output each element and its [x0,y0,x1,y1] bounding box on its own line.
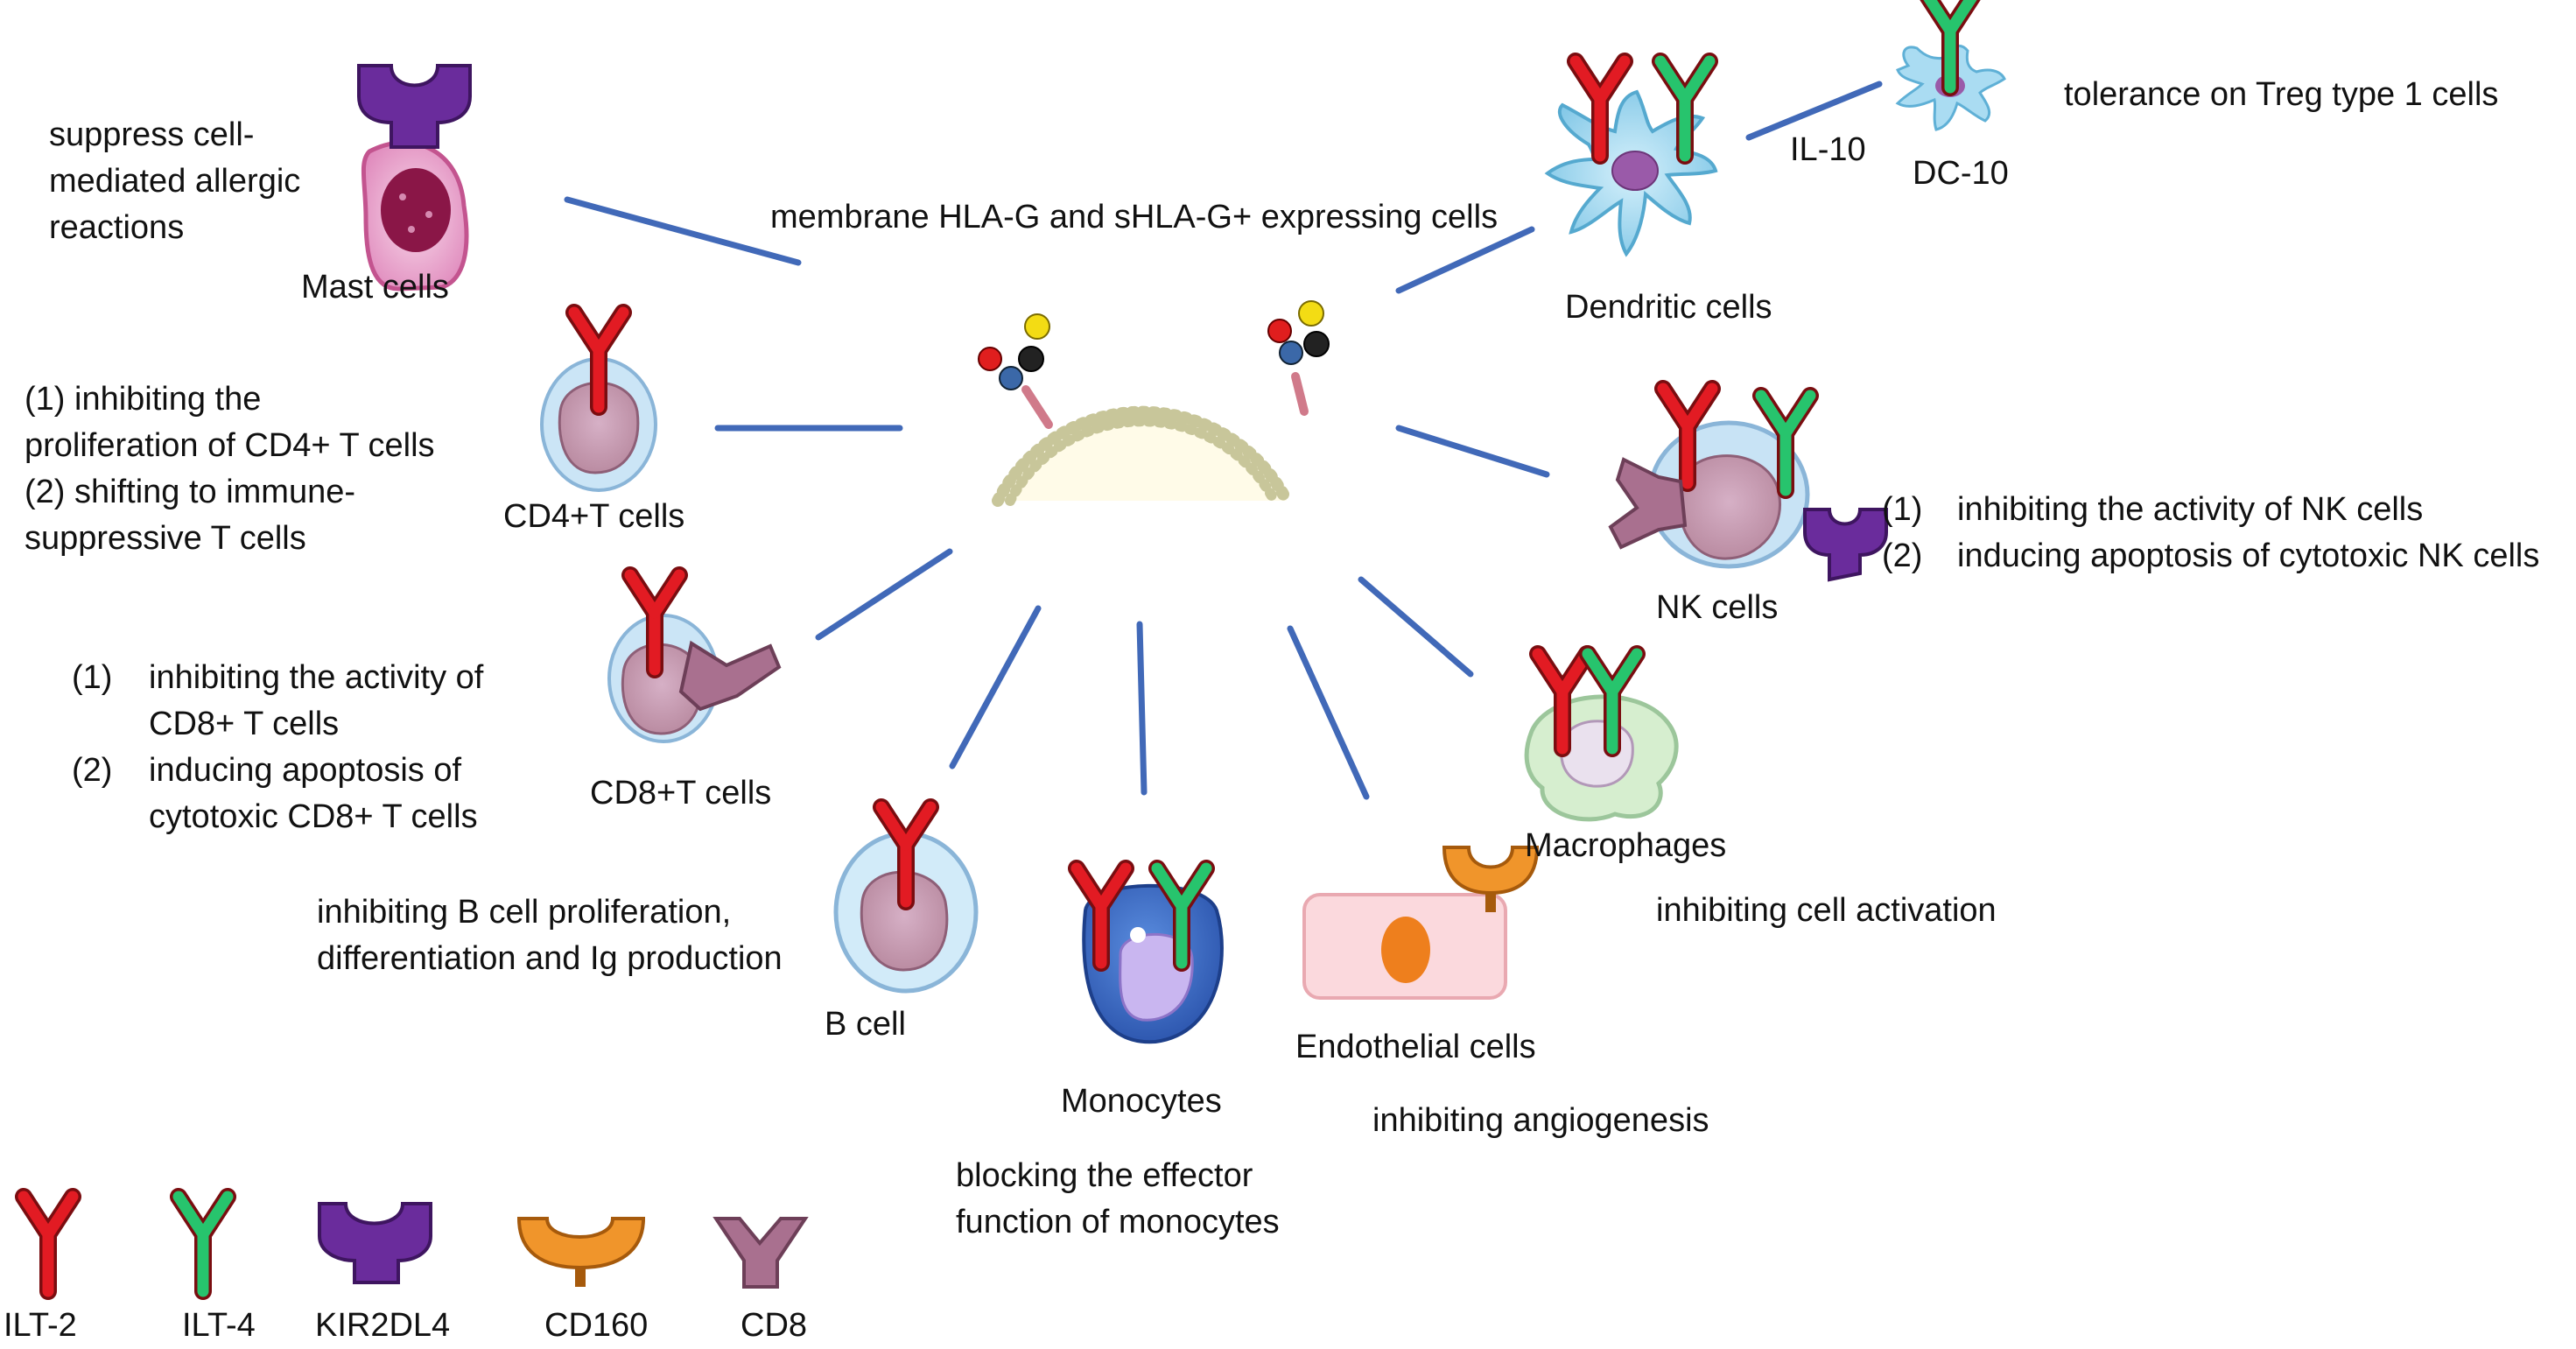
cd8-receptor-icon [678,640,782,712]
legend-symbols [24,1197,809,1291]
cd8-cells-label: CD8+T cells [590,775,772,812]
line-mast [564,196,802,266]
nk-effect-2-num: (2) [1882,537,1923,574]
cd4-t-cell [540,313,657,492]
b-cell-label: B cell [825,1006,906,1043]
monocyte [1077,868,1224,1044]
cd8-t-cell [607,575,782,743]
legend-ilt2-icon [24,1197,73,1291]
cd4-cells-label: CD4+T cells [503,498,685,535]
b-cell-effect-line-2: differentiation and Ig production [317,940,783,977]
cd8-receptor-icon [1608,457,1688,550]
dendritic-cell [1544,61,1716,257]
center-caption: membrane HLA-G and sHLA-G+ expressing ce… [770,199,1499,235]
nk-effect-1-line-1: inhibiting the activity of NK cells [1957,491,2424,528]
cd8-effect-1-line-2: CD8+ T cells [149,706,340,742]
cd4-effect-line-4: suppressive T cells [25,520,306,557]
monocytes-label: Monocytes [1061,1083,1222,1120]
cd8-effect-2-line-2: cytotoxic CD8+ T cells [149,798,478,835]
line-bcell [949,605,1042,769]
legend-ilt4-icon [179,1197,228,1291]
line-monocytes [1136,621,1148,796]
monocytes-effect-line-2: function of monocytes [956,1204,1280,1240]
connection-lines [564,81,1883,800]
cd4-effect-line-1: (1) inhibiting the [25,381,262,418]
endothelial-cell [1302,846,1540,1000]
line-cd8 [815,548,953,641]
legend-cd160-icon [516,1217,646,1270]
nk-effect-1-num: (1) [1882,491,1923,528]
macrophages-effect-line-1: inhibiting cell activation [1656,892,1997,929]
macrophages-label: Macrophages [1525,827,1727,864]
b-cell-effect-line-1: inhibiting B cell proliferation, [317,894,732,931]
dendritic-effect-line-1: tolerance on Treg type 1 cells [2064,76,2499,113]
dc10-cell [1895,0,2006,131]
cd8-effect-2-num: (2) [72,752,113,789]
macrophage [1524,654,1679,822]
legend-cd160-label: CD160 [544,1307,649,1344]
line-il10 [1745,81,1883,141]
legend-kir2dl4-label: KIR2DL4 [315,1307,451,1344]
nk-cell [1608,389,1888,582]
line-nk [1395,425,1550,478]
line-macrophages [1358,576,1474,678]
nk-effect-2-line-1: inducing apoptosis of cytotoxic NK cells [1957,537,2540,574]
line-dendritic [1395,226,1535,294]
mast-effect-line-3: reactions [49,209,185,246]
il10-label: IL-10 [1790,131,1866,168]
cd160-receptor-icon [1442,846,1540,910]
legend-cd8-icon [712,1217,809,1289]
mast-cells-label: Mast cells [301,269,449,306]
b-cell [833,807,979,994]
cd8-effect-1-line-1: inhibiting the activity of [149,659,484,696]
monocytes-effect-line-1: blocking the effector [956,1157,1253,1194]
legend-ilt4-label: ILT-4 [182,1307,256,1344]
dendritic-cells-label: Dendritic cells [1565,289,1772,326]
cd4-effect-line-2: proliferation of CD4+ T cells [25,427,435,464]
hla-g-expressing-cell [978,300,1330,507]
cd8-effect-2-line-1: inducing apoptosis of [149,752,462,789]
line-endothelial [1287,625,1370,800]
dc10-label: DC-10 [1913,155,2009,192]
cd4-effect-line-3: (2) shifting to immune- [25,474,356,510]
legend-kir2dl4-icon [318,1202,432,1284]
mast-effect-line-1: suppress cell- [49,116,255,153]
kir2dl4-receptor-icon [1803,508,1888,582]
kir2dl4-receptor-icon [357,64,472,149]
endothelial-effect-line-1: inhibiting angiogenesis [1372,1102,1709,1139]
endothelial-cells-label: Endothelial cells [1295,1029,1536,1065]
legend-cd8-label: CD8 [741,1307,808,1344]
legend-ilt2-label: ILT-2 [4,1307,77,1344]
mast-effect-line-2: mediated allergic [49,163,301,200]
mast-cell [357,64,472,292]
nk-cells-label: NK cells [1656,589,1779,626]
cd8-effect-1-num: (1) [72,659,113,696]
